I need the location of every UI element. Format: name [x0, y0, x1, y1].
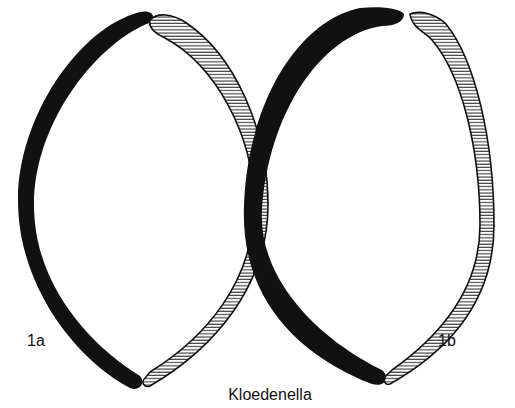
left-valve [244, 7, 404, 385]
genus-name: Kloedenella [228, 387, 312, 403]
right-valve [384, 12, 494, 384]
figure-number: 1b [438, 333, 456, 349]
left-valve [18, 11, 153, 388]
figure-number: 1a [27, 333, 45, 349]
